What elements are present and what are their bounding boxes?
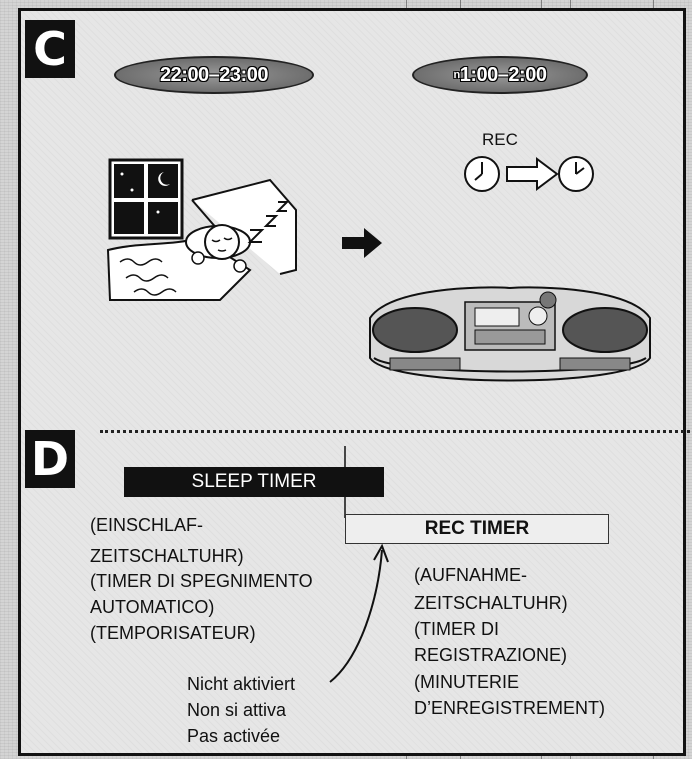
not-active-it: Non si attiva xyxy=(187,700,287,720)
section-letter-d: D xyxy=(25,430,75,488)
time-start-text: 22:00–23:00 xyxy=(160,64,268,86)
time-rec-prefix: n xyxy=(453,69,461,81)
not-active-fr: Pas activée xyxy=(187,726,281,746)
sleep-timer-line-5: (TEMPORISATEUR) xyxy=(90,623,256,643)
boombox-illustration xyxy=(369,286,651,382)
rec-timer-line-5: (MINUTERIE xyxy=(414,672,519,692)
sleep-timer-line-1: (EINSCHLAF- xyxy=(90,515,204,535)
sleep-timer-line-2: ZEITSCHALTUHR) xyxy=(90,546,244,566)
sleep-timer-title: SLEEP TIMER xyxy=(191,471,317,492)
sleep-timer-line-3: (TIMER DI SPEGNIMENTO xyxy=(90,571,313,591)
section-letter-c: C xyxy=(25,20,75,78)
rec-timer-title: REC TIMER xyxy=(424,518,530,539)
rec-timer-line-6: D’ENREGISTREMENT) xyxy=(414,698,606,718)
section-divider xyxy=(100,430,690,433)
time-rec-text: 1:00–2:00 xyxy=(459,64,547,86)
arrow-outline-icon xyxy=(506,157,559,191)
curved-arrow-icon xyxy=(329,543,389,683)
sleep-timer-box: SLEEP TIMER xyxy=(124,467,384,497)
right-arrow-icon xyxy=(342,228,382,258)
rec-timer-box: REC TIMER xyxy=(345,514,609,544)
clock-end-icon xyxy=(558,156,594,192)
sleep-timer-line-4: AUTOMATICO) xyxy=(90,597,215,617)
not-active-de: Nicht aktiviert xyxy=(187,674,296,694)
rec-timer-line-3: (TIMER DI xyxy=(414,619,499,639)
clock-start-icon xyxy=(464,156,500,192)
illustration-frame xyxy=(18,8,686,756)
rec-label: REC xyxy=(482,130,518,149)
rec-timer-line-4: REGISTRAZIONE) xyxy=(414,645,568,665)
time-bubble-rec: n1:00–2:00 xyxy=(412,56,588,94)
rec-timer-line-1: (AUFNAHME- xyxy=(414,565,527,585)
time-bubble-start: 22:00–23:00 xyxy=(114,56,314,94)
sleeping-person-illustration xyxy=(106,158,297,301)
rec-timer-line-2: ZEITSCHALTUHR) xyxy=(414,593,568,613)
